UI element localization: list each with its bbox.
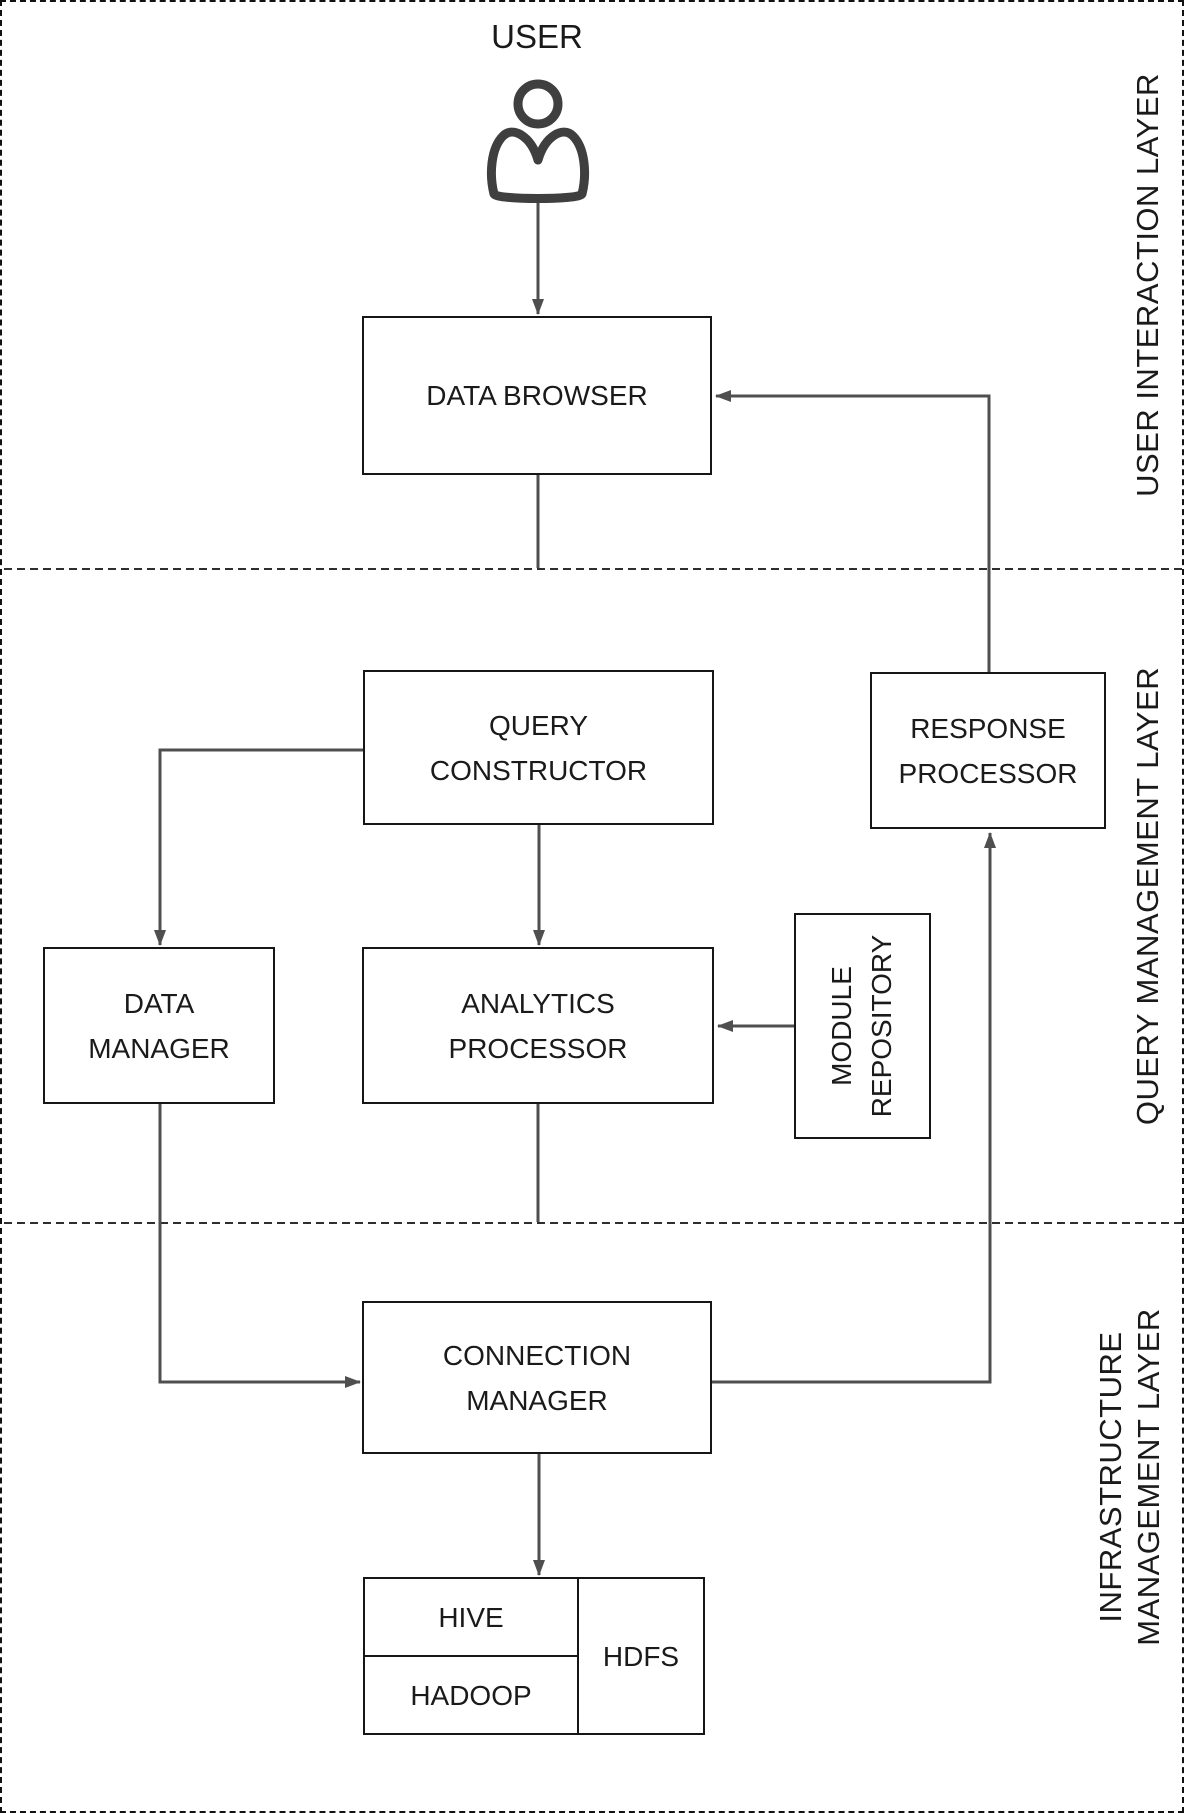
node-module-repository-label: MODULE REPOSITORY: [826, 934, 897, 1118]
node-connection-manager-label: CONNECTION MANAGER: [442, 1339, 632, 1416]
user-actor-label: USER: [491, 18, 583, 55]
user-icon: [485, 74, 591, 204]
node-analytics-processor-label: ANALYTICS PROCESSOR: [448, 987, 628, 1064]
connector-response-processor-to-data-browser: [715, 390, 991, 672]
node-data-browser: DATA BROWSER: [362, 316, 712, 475]
node-analytics-processor: ANALYTICS PROCESSOR: [362, 947, 714, 1104]
node-query-constructor-label: QUERY CONSTRUCTOR: [429, 709, 648, 786]
node-connection-manager: CONNECTION MANAGER: [362, 1301, 712, 1454]
node-data-browser-label: DATA BROWSER: [426, 380, 648, 411]
connector-connection-manager-to-response-processor: [712, 832, 996, 1384]
node-module-repository: MODULE REPOSITORY: [794, 913, 931, 1139]
layer-label-user-interaction: USER INTERACTION LAYER: [1130, 73, 1165, 497]
node-response-processor-label: RESPONSE PROCESSOR: [898, 712, 1078, 789]
node-hdfs: HDFS: [577, 1577, 705, 1735]
layer-label-infrastructure-management: INFRASTRUCTURE MANAGEMENT LAYER: [1093, 1308, 1166, 1646]
connector-data-manager-to-connection-manager: [158, 1104, 361, 1388]
connector-query-constructor-to-data-manager: [154, 748, 363, 946]
node-data-manager-label: DATA MANAGER: [88, 987, 230, 1064]
node-hadoop: HADOOP: [363, 1655, 579, 1735]
node-data-manager: DATA MANAGER: [43, 947, 275, 1104]
node-response-processor: RESPONSE PROCESSOR: [870, 672, 1106, 829]
layer-label-query-management: QUERY MANAGEMENT LAYER: [1130, 666, 1165, 1126]
user-icon-head: [513, 79, 563, 129]
node-hadoop-label: HADOOP: [410, 1679, 532, 1711]
user-icon-body: [486, 127, 590, 203]
node-hdfs-label: HDFS: [602, 1640, 680, 1672]
node-hive: HIVE: [363, 1577, 579, 1657]
node-query-constructor: QUERY CONSTRUCTOR: [363, 670, 714, 825]
node-hive-label: HIVE: [438, 1601, 504, 1633]
